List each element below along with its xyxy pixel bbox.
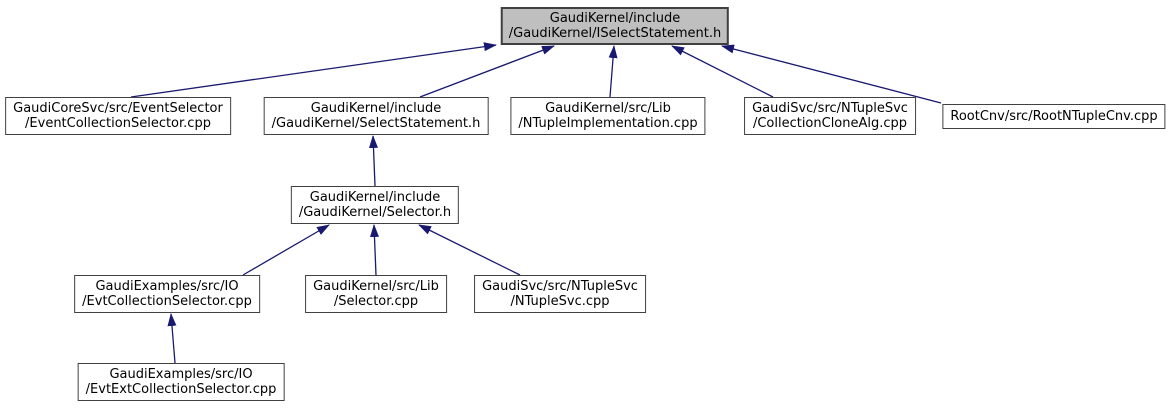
edge-evt_collection_selector_cpp-to-selector_h: [242, 224, 330, 276]
edge-ntuple_implementation_cpp-to-iselectstatement_h: [608, 45, 618, 98]
node-ntuple-implementation-cpp[interactable]: GaudiKernel/src/Lib /NTupleImplementatio…: [510, 97, 706, 135]
node-evt-collection-selector-cpp[interactable]: GaudiExamples/src/IO /EvtCollectionSelec…: [74, 275, 260, 313]
node-label: /NTupleSvc.cpp: [510, 294, 610, 309]
edge-root_ntuple_cnv_cpp-to-iselectstatement_h: [721, 44, 942, 104]
edge-select_statement_h-to-iselectstatement_h: [419, 45, 555, 98]
node-label: GaudiSvc/src/NTupleSvc: [482, 279, 638, 294]
node-collection-clone-alg-cpp[interactable]: GaudiSvc/src/NTupleSvc /CollectionCloneA…: [744, 97, 916, 135]
node-label: /CollectionCloneAlg.cpp: [752, 116, 908, 131]
node-iselectstatement-h[interactable]: GaudiKernel/include /GaudiKernel/ISelect…: [500, 7, 730, 45]
node-label: GaudiSvc/src/NTupleSvc: [752, 101, 908, 116]
node-label: /EvtCollectionSelector.cpp: [82, 294, 252, 309]
node-label: /NTupleImplementation.cpp: [518, 116, 698, 131]
node-label: /GaudiKernel/ISelectStatement.h: [508, 26, 722, 41]
node-label: /EvtExtCollectionSelector.cpp: [85, 382, 277, 397]
node-label: RootCnv/src/RootNTupleCnv.cpp: [950, 109, 1158, 124]
edge-selector_h-to-select_statement_h: [368, 135, 378, 187]
node-label: /GaudiKernel/SelectStatement.h: [271, 116, 481, 131]
node-ntuple-svc-cpp[interactable]: GaudiSvc/src/NTupleSvc /NTupleSvc.cpp: [474, 275, 646, 313]
node-label: GaudiCoreSvc/src/EventSelector: [13, 101, 223, 116]
node-selector-h[interactable]: GaudiKernel/include /GaudiKernel/Selecto…: [290, 186, 460, 224]
node-label: GaudiKernel/include: [309, 190, 441, 205]
node-event-collection-selector-cpp[interactable]: GaudiCoreSvc/src/EventSelector /EventCol…: [5, 97, 231, 135]
node-label: GaudiKernel/include: [310, 101, 442, 116]
node-select-statement-h[interactable]: GaudiKernel/include /GaudiKernel/SelectS…: [263, 97, 489, 135]
node-label: GaudiKernel/src/Lib: [313, 279, 439, 294]
node-label: GaudiExamples/src/IO: [95, 279, 239, 294]
node-label: /EventCollectionSelector.cpp: [25, 116, 211, 131]
node-label: /GaudiKernel/Selector.h: [298, 205, 452, 220]
node-evt-ext-collection-selector-cpp[interactable]: GaudiExamples/src/IO /EvtExtCollectionSe…: [77, 363, 285, 401]
node-label: GaudiKernel/include: [549, 11, 681, 26]
node-label: GaudiKernel/src/Lib: [545, 101, 671, 116]
node-label: /Selector.cpp: [333, 294, 419, 309]
edge-ntuple_svc_cpp-to-selector_h: [418, 224, 521, 276]
edge-selector_cpp-to-selector_h: [369, 224, 379, 276]
edge-event_collection_selector_cpp-to-iselectstatement_h: [130, 42, 497, 98]
node-root-ntuple-cnv-cpp[interactable]: RootCnv/src/RootNTupleCnv.cpp: [942, 104, 1166, 129]
edge-collection_clone_alg_cpp-to-iselectstatement_h: [671, 45, 774, 98]
node-selector-cpp[interactable]: GaudiKernel/src/Lib /Selector.cpp: [305, 275, 447, 313]
edge-evt_ext_collection_selector_cpp-to-evt_collection_selector_cpp: [167, 313, 177, 364]
node-label: GaudiExamples/src/IO: [109, 367, 253, 382]
